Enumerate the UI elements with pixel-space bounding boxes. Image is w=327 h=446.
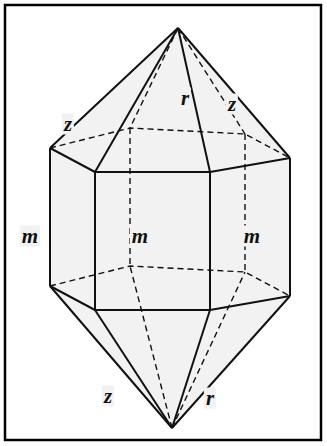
face-label: m [242, 226, 262, 247]
face-label: z [62, 114, 74, 135]
face-label: r [204, 388, 216, 409]
crystal-edges [50, 28, 290, 428]
face-label: r [179, 88, 191, 109]
crystal-fill [50, 28, 290, 428]
face-label: m [20, 226, 40, 247]
face-label: z [226, 94, 238, 115]
face-label: z [102, 386, 114, 407]
frame [5, 5, 321, 440]
hidden-edges [50, 28, 290, 428]
face-label: m [130, 226, 150, 247]
